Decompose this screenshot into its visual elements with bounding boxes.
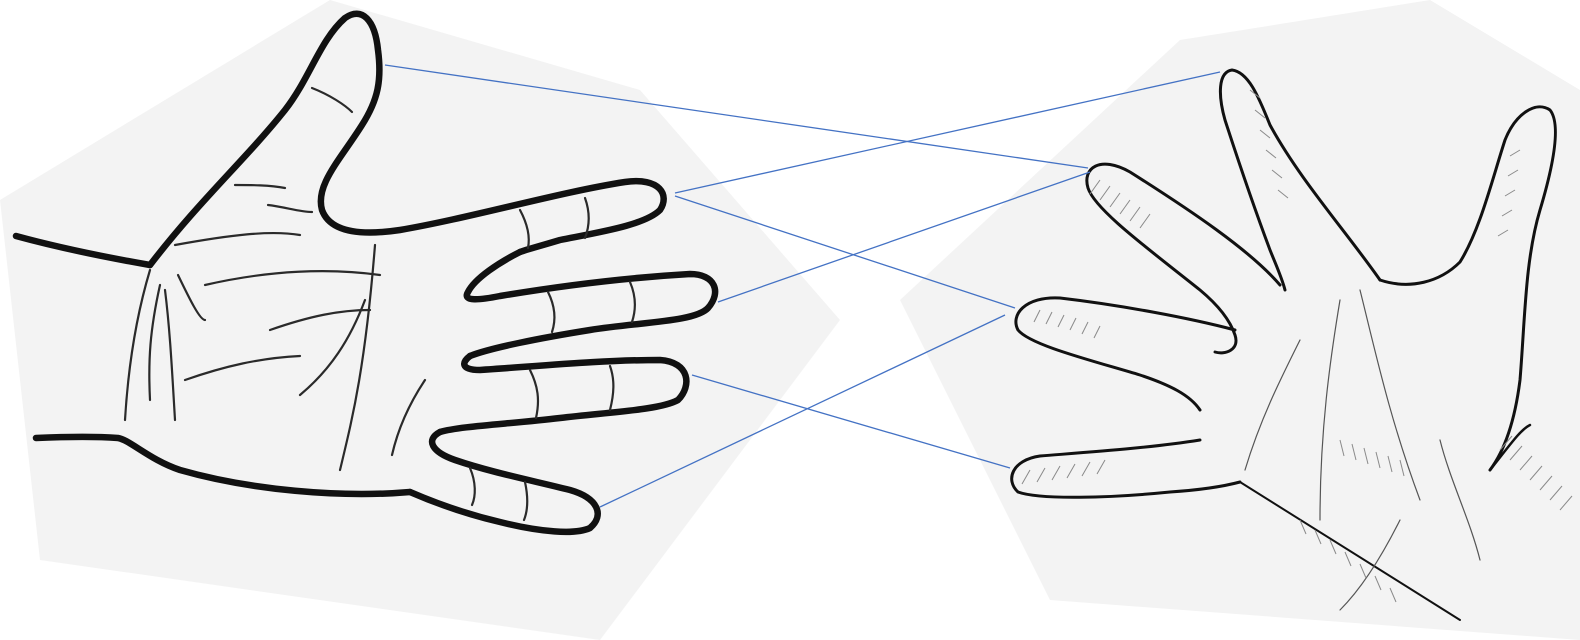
left-hand-thumb-outline bbox=[146, 10, 667, 269]
right-hand-ring-outline bbox=[1014, 296, 1237, 412]
left-wrist-crease-4 bbox=[176, 273, 207, 322]
right-hand-thumb-outline bbox=[1378, 105, 1557, 472]
left-ring-joint-2 bbox=[528, 368, 540, 420]
right-hand-index-outline bbox=[1218, 68, 1382, 292]
left-hand bbox=[12, 10, 719, 536]
right-hand-little-outline bbox=[1010, 438, 1242, 499]
left-thumb-crease-2 bbox=[233, 183, 287, 190]
right-hand-middle-outline bbox=[1085, 162, 1282, 355]
left-middle-joint-1 bbox=[628, 280, 636, 324]
right-palm-crease-4 bbox=[1439, 439, 1481, 561]
left-little-joint-2 bbox=[468, 466, 476, 507]
left-hand-ring-outline bbox=[436, 352, 690, 436]
left-thumb-crease bbox=[310, 86, 354, 114]
left-wrist-crease-2 bbox=[148, 283, 162, 402]
left-ring-joint-1 bbox=[608, 364, 615, 412]
connector-left-index-to-right-thumb bbox=[674, 71, 1221, 194]
right-paper-backdrop bbox=[900, 0, 1580, 640]
left-palm-crease-6 bbox=[298, 298, 367, 397]
left-middle-joint-2 bbox=[546, 290, 556, 334]
right-hand bbox=[1010, 68, 1573, 621]
left-paper-backdrop bbox=[0, 0, 840, 640]
connector-left-thumb-to-right-ring bbox=[384, 64, 1089, 169]
left-wrist-crease-1 bbox=[123, 268, 152, 422]
connector-left-little-to-right-middle bbox=[599, 314, 1006, 508]
connector-left-index-to-right-middle bbox=[674, 195, 1016, 309]
left-palm-crease-7 bbox=[338, 243, 377, 472]
left-palm-crease-8 bbox=[390, 378, 427, 457]
right-palm-crease-2 bbox=[1359, 289, 1421, 501]
left-hand-middle-outline bbox=[463, 248, 719, 360]
left-wrist-top bbox=[12, 232, 154, 269]
right-palm-crease-3 bbox=[1244, 339, 1301, 471]
connector-left-ring-to-right-little bbox=[691, 374, 1011, 469]
left-little-joint-1 bbox=[522, 480, 529, 522]
left-index-joint-2 bbox=[518, 208, 530, 250]
right-palm-crease-1 bbox=[1319, 299, 1341, 521]
left-palm-crease-1 bbox=[266, 203, 314, 214]
right-palm-crease-5 bbox=[1339, 519, 1401, 611]
left-palm-crease-5 bbox=[183, 354, 302, 382]
right-wrist-outline-2 bbox=[1239, 481, 1461, 621]
right-hand-hatching bbox=[1021, 89, 1573, 603]
correspondence-lines bbox=[384, 64, 1221, 508]
right-wrist-outline-1 bbox=[1488, 423, 1532, 472]
left-hand-little-outline bbox=[406, 428, 601, 536]
left-hand-heel-outline bbox=[32, 433, 414, 498]
left-wrist-crease-3 bbox=[163, 288, 177, 422]
connector-left-middle-to-right-ring bbox=[717, 171, 1091, 303]
left-palm-crease-3 bbox=[203, 270, 382, 287]
left-palm-crease-2 bbox=[173, 231, 302, 247]
left-index-joint-1 bbox=[583, 196, 590, 240]
